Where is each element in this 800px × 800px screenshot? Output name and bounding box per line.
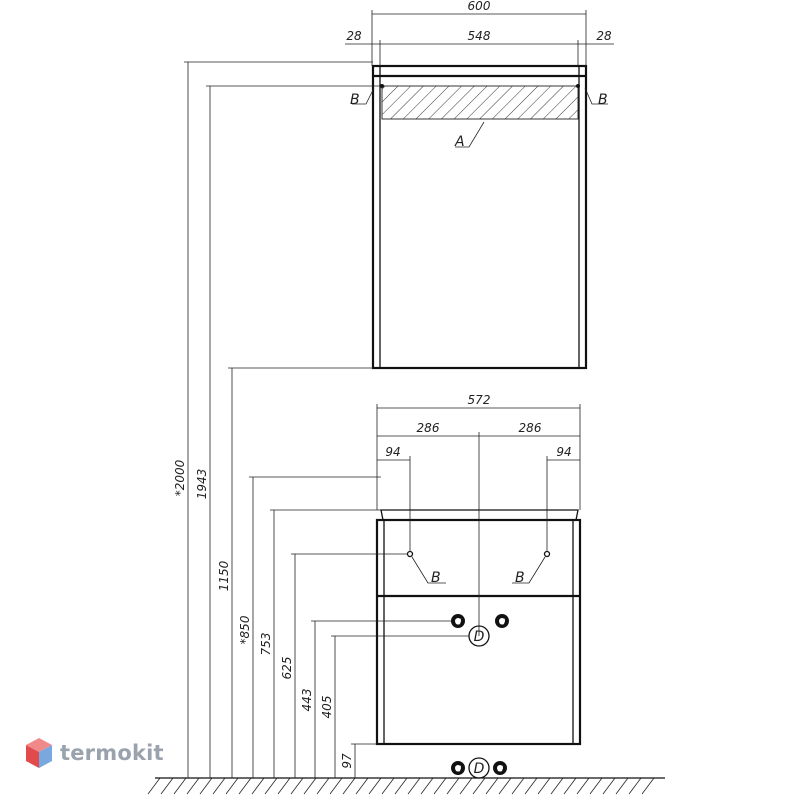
label-b-upper-right: B xyxy=(598,92,608,108)
top-dimensions xyxy=(345,10,614,66)
label-b-upper-left: B xyxy=(350,92,360,108)
dim-600: 600 xyxy=(468,0,491,13)
light-panel-hatched xyxy=(381,85,579,120)
dim-548: 548 xyxy=(468,29,491,43)
dim-94-left: 94 xyxy=(385,445,400,459)
lower-cabinet xyxy=(375,509,582,746)
dim-286-right: 286 xyxy=(519,421,542,435)
label-b-lower-right: B xyxy=(515,570,525,586)
height-dimensions xyxy=(184,61,469,778)
dim-405: 405 xyxy=(320,696,334,719)
dim-625: 625 xyxy=(280,657,294,680)
dim-850: *850 xyxy=(238,615,252,644)
label-c-cab-left: C xyxy=(455,618,461,627)
part-labels: A B B B B C C D C D C xyxy=(350,92,608,777)
dim-28-right: 28 xyxy=(596,29,612,43)
dim-572: 572 xyxy=(468,393,491,407)
dim-1943: 1943 xyxy=(195,469,209,500)
dim-1150: 1150 xyxy=(217,560,231,591)
dim-443: 443 xyxy=(300,689,314,712)
vanity-dimensions xyxy=(376,404,581,636)
dimension-labels: 600 28 548 28 572 286 286 94 94 *2000 19… xyxy=(173,0,612,769)
label-b-lower-left: B xyxy=(431,570,441,586)
floor xyxy=(147,777,665,795)
brand-logo: termokit xyxy=(24,736,164,770)
label-d-floor: D xyxy=(474,761,485,777)
dim-753: 753 xyxy=(259,633,273,656)
dim-2000: *2000 xyxy=(173,459,187,496)
dim-94-right: 94 xyxy=(556,445,571,459)
dim-28-left: 28 xyxy=(346,29,362,43)
label-d-cab: D xyxy=(474,629,485,645)
label-a: A xyxy=(454,134,465,150)
floor-connections xyxy=(451,757,507,779)
label-c-floor-left: C xyxy=(455,765,461,774)
cube-icon xyxy=(26,738,52,768)
dim-286-left: 286 xyxy=(417,421,440,435)
upper-cabinet xyxy=(352,64,608,370)
dim-97: 97 xyxy=(340,753,354,769)
brand-name: termokit xyxy=(60,741,164,765)
label-c-floor-right: C xyxy=(497,765,503,774)
label-c-cab-right: C xyxy=(499,618,505,627)
